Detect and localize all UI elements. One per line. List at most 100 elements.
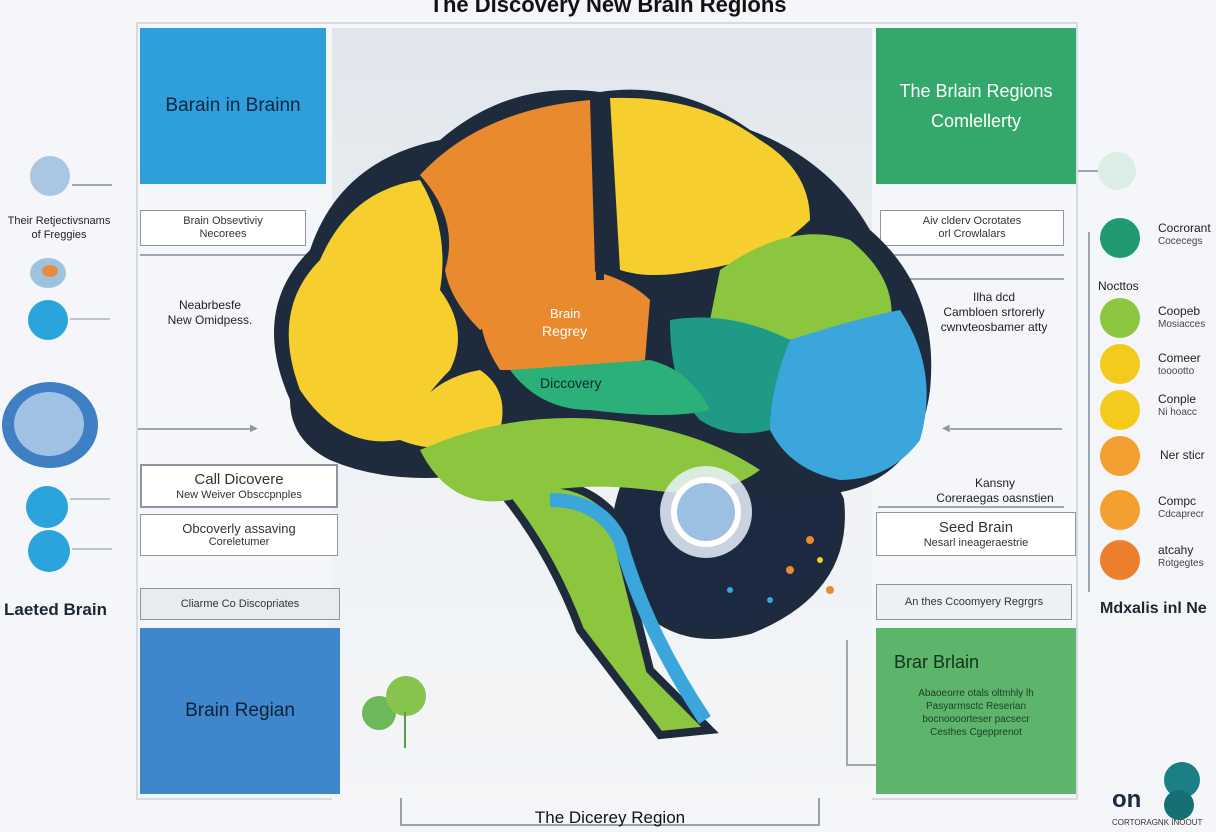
hemisphere-divider bbox=[594, 94, 604, 281]
right-text-2: Kansny Coreraegas oasnstien bbox=[900, 476, 1090, 506]
right-box-1: Aiv clderv Ocrotates orl Crowlalars bbox=[880, 210, 1064, 246]
right-box-1-line-1: Aiv clderv Ocrotates bbox=[922, 215, 1022, 227]
neuron-dot bbox=[817, 557, 823, 563]
legend-dot-5 bbox=[1100, 436, 1140, 476]
connector bbox=[72, 184, 112, 186]
legend-item-7-title: atcahy bbox=[1158, 543, 1194, 557]
connector bbox=[70, 498, 110, 500]
neuron-dot bbox=[767, 597, 773, 603]
occipital-lobe-blue bbox=[767, 310, 927, 480]
left-box-2-line-2: New Weiver Obsccpnples bbox=[176, 488, 302, 501]
right-box-2: Seed Brain Nesarl ineageraestrie bbox=[876, 512, 1076, 556]
left-box-4-label: Cliarme Co Discopriates bbox=[180, 597, 300, 610]
bullet-icon bbox=[28, 300, 68, 340]
connector bbox=[846, 764, 876, 766]
legend-item-2-sub: Mosiacces bbox=[1158, 319, 1206, 330]
left-box-4: Cliarme Co Discopriates bbox=[140, 588, 340, 620]
right-bottom-block: Brar Brlain Abaoeorre otals oltmhly lh P… bbox=[876, 628, 1076, 794]
legend-item-4-title: Conple bbox=[1158, 392, 1197, 406]
legend-item-3-sub: tooootto bbox=[1158, 366, 1195, 377]
bottom-bracket bbox=[400, 798, 820, 826]
legend-item-5-title: Ner sticr bbox=[1160, 448, 1205, 462]
right-box-3: An thes Ccoomyery Regrgrs bbox=[876, 584, 1072, 620]
right-text-1-line-1: Ilha dcd bbox=[972, 290, 1016, 304]
legend-item-6-title: Compc bbox=[1158, 494, 1197, 508]
left-box-2-line-1: Call Dicovere bbox=[194, 470, 284, 488]
left-box-3-line-2: Coreletumer bbox=[208, 536, 270, 548]
right-box-2-line-2: Nesarl ineageraestrie bbox=[923, 536, 1029, 549]
neuron-dot bbox=[806, 536, 814, 544]
left-box-1: Brain Obsevtiviy Necorees bbox=[140, 210, 306, 246]
connector bbox=[140, 254, 330, 256]
temporal-lobe-yellow bbox=[400, 370, 503, 448]
brain-stem-blue bbox=[549, 493, 711, 724]
right-box-2-line-1: Seed Brain bbox=[938, 518, 1014, 536]
right-bottom-block-line-4: Cesthes Cgepprenot bbox=[930, 727, 1022, 738]
head-profile-icon bbox=[30, 156, 70, 196]
frontal-lobe-orange bbox=[420, 100, 595, 330]
legend-item-7-sub: Rotgegtes bbox=[1158, 558, 1204, 569]
legend-dot-3 bbox=[1100, 344, 1140, 384]
left-box-3-line-1: Obcoverly assaving bbox=[182, 521, 296, 536]
legend-dot-light bbox=[1098, 152, 1136, 190]
connector bbox=[878, 278, 1064, 280]
limbic-green bbox=[510, 360, 710, 415]
arrow-icon: ▶ bbox=[250, 423, 258, 434]
bracket-line bbox=[846, 640, 848, 764]
central-region-orange bbox=[480, 270, 650, 370]
connector bbox=[950, 428, 1062, 430]
connector bbox=[878, 254, 1064, 256]
legend-item-1-title: Cocrorant bbox=[1158, 221, 1211, 235]
logo-dot-icon bbox=[1164, 790, 1194, 820]
bullet-icon bbox=[26, 486, 68, 528]
brain-illustration: Brain Regrey Diccovery bbox=[274, 89, 932, 740]
legend-dot-2 bbox=[1100, 298, 1140, 338]
right-text-1-line-3: cwnvteosbamer atty bbox=[940, 320, 1048, 334]
frontal-lobe-yellow bbox=[288, 180, 458, 442]
legend-item-2-title: Coopeb bbox=[1158, 304, 1201, 318]
far-right-label: Mdxalis inl Ne bbox=[1100, 600, 1207, 617]
far-left-label-top: Their Retjectivsnams of Freggies bbox=[0, 214, 118, 242]
brain-label-2: Diccovery bbox=[540, 375, 601, 391]
plant-icon-leaf bbox=[386, 676, 426, 716]
right-text-1: Ilha dcd Cambloen srtorerly cwnvteosbame… bbox=[902, 290, 1086, 335]
neuron-dot bbox=[727, 587, 733, 593]
logo-subtext: CORTORAGNK INOOUT bbox=[1112, 818, 1203, 827]
legend-item-1-sub: Cocecegs bbox=[1158, 236, 1203, 247]
plant-stem bbox=[404, 712, 406, 748]
parietal-lobe-yellow bbox=[610, 97, 810, 275]
right-bottom-block-line-1: Abaoeorre otals oltmhly lh bbox=[918, 688, 1034, 699]
connector bbox=[878, 506, 1064, 508]
left-box-1-line-1: Brain Obsevtiviy bbox=[183, 215, 263, 227]
left-box-3: Obcoverly assaving Coreletumer bbox=[140, 514, 338, 556]
left-text-1: Neabrbesfe New Omidpess. bbox=[150, 298, 270, 328]
brain-label-1-line-2: Regrey bbox=[542, 323, 587, 339]
legend-item-4-sub: Ni hoacc bbox=[1158, 407, 1197, 418]
left-box-1-line-2: Necorees bbox=[199, 228, 247, 240]
legend-item-3-title: Comeer bbox=[1158, 351, 1201, 365]
connector bbox=[138, 428, 256, 430]
left-text-1-line-2: New Omidpess. bbox=[167, 313, 253, 327]
legend-item-5: Ner sticr bbox=[1160, 449, 1205, 462]
connector bbox=[1078, 170, 1098, 172]
legend-dot-7 bbox=[1100, 540, 1140, 580]
brain-small-icon-accent bbox=[42, 265, 58, 277]
connector bbox=[72, 548, 112, 550]
right-text-2-line-2: Coreraegas oasnstien bbox=[936, 491, 1054, 505]
left-box-2: Call Dicovere New Weiver Obsccpnples bbox=[140, 464, 338, 508]
right-top-block: The Brlain Regions Comlellerty bbox=[876, 28, 1076, 184]
right-bottom-block-line-2: Pasyarmsctc Reserian bbox=[925, 701, 1027, 712]
left-top-block: Barain in Brainn bbox=[140, 28, 326, 184]
right-box-3-label: An thes Ccoomyery Regrgrs bbox=[904, 595, 1044, 608]
parietal-lobe-green bbox=[710, 234, 892, 344]
legend-dot-4 bbox=[1100, 390, 1140, 430]
far-left-label-top-line-1: Their Retjectivsnams bbox=[7, 215, 111, 227]
legend-heading: Nocttos bbox=[1098, 279, 1139, 293]
glow-orb bbox=[671, 477, 741, 547]
right-box-1-line-2: orl Crowlalars bbox=[938, 228, 1006, 240]
face-profile-icon-inner bbox=[14, 392, 84, 456]
